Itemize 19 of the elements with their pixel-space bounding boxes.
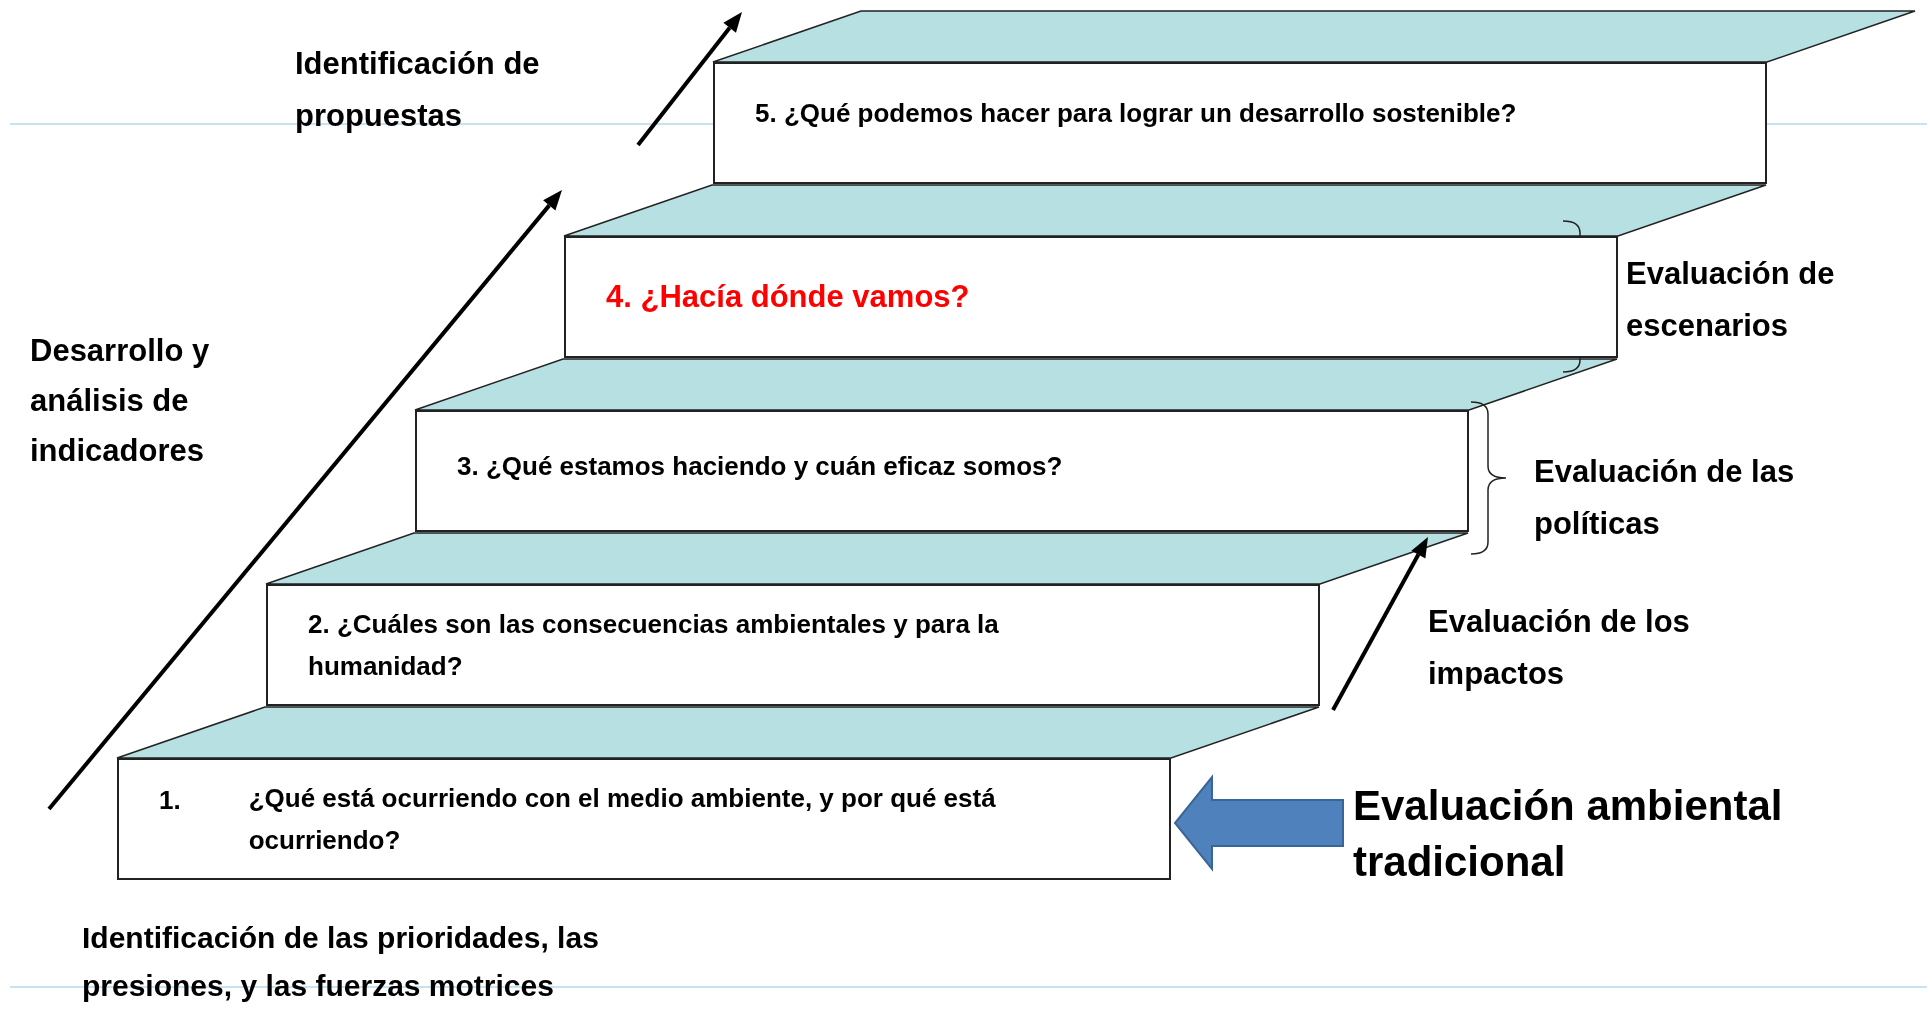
step-question: 1. [159, 784, 181, 817]
side-label: Identificación de las prioridades, las presiones, y las fuerzas motrices [82, 920, 600, 1004]
side-label: Desarrollo y análisis de indicadores [30, 332, 211, 470]
step-question: 4. ¿Hacía dónde vamos? [606, 278, 970, 316]
side-label: Evaluación de los impactos [1428, 603, 1691, 693]
callout-text: Evaluación ambiental tradicional [1353, 778, 1813, 890]
side-label: Evaluación de escenarios [1626, 255, 1836, 345]
step-box [564, 236, 1618, 358]
step-question: ¿Qué está ocurriendo con el medio ambiente, y por qué está ocurriendo? [248, 782, 997, 857]
step-question: 2. ¿Cuáles son las consecuencias ambientales y para la humanidad? [308, 608, 1000, 683]
side-label: Evaluación de las políticas [1534, 453, 1796, 543]
step-box [266, 584, 1320, 706]
block-arrow [1173, 774, 1344, 872]
step-question: 5. ¿Qué podemos hacer para lograr un desarrollo sostenible? [755, 97, 1517, 130]
step-question: 3. ¿Qué estamos haciendo y cuán eficaz somos? [457, 450, 1063, 483]
step-box [415, 410, 1469, 532]
step-box [713, 62, 1767, 184]
side-label: Identificación de propuestas [295, 45, 541, 135]
step-box [117, 758, 1171, 880]
